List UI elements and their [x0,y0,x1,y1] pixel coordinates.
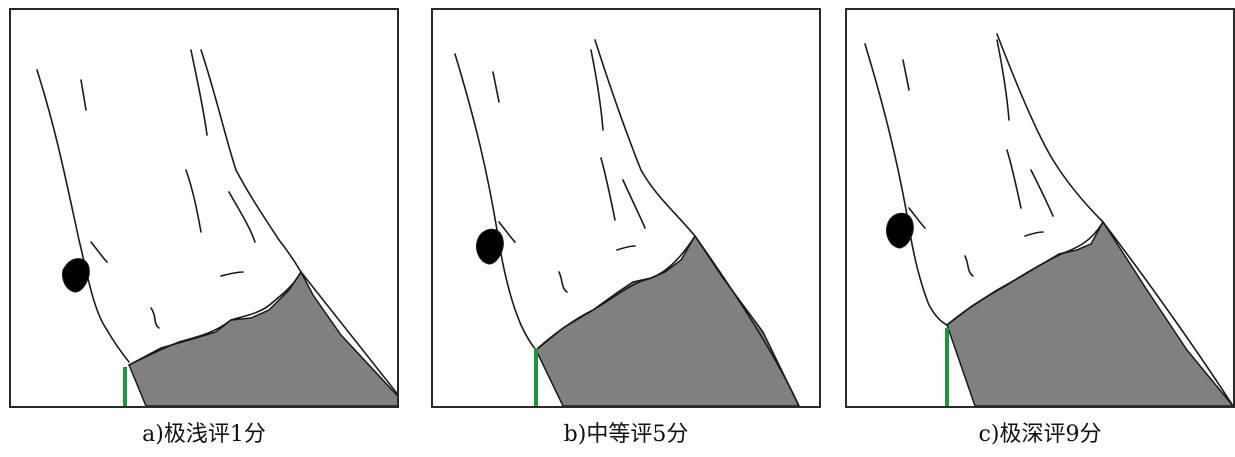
leg-edge-a [300,271,397,395]
gray-region-a [128,270,397,406]
line-4c [1030,169,1054,217]
body-outline-b [454,53,537,351]
line-2a [190,49,208,136]
line-5c [1024,231,1044,237]
line-1c [902,59,910,91]
depth-marker-c [945,328,949,406]
caption-c: c)极深评9分 [978,422,1102,447]
gray-region-c [946,220,1233,406]
line-1a [80,79,87,111]
teat-shape-a [62,258,90,293]
line-1b [492,71,500,103]
body-contour-b [535,235,696,351]
line-3b [600,157,616,221]
gray-region-b [535,234,800,406]
panel-c [845,8,1235,408]
depth-marker-b [534,348,538,406]
line-4a [228,191,256,243]
line-2b [590,49,604,131]
body-contour-c [946,221,1104,326]
panel-a [9,8,399,408]
line-7c [908,207,926,229]
caption-a: a)极浅评1分 [142,422,266,447]
teat-shape-b [476,228,504,265]
body-contour-a [128,271,302,366]
diagram-b [454,39,800,406]
line-5b [616,245,636,251]
back-contour-a [200,49,302,273]
line-7b [498,221,516,243]
line-6a [150,307,160,329]
line-3c [1006,149,1022,209]
back-contour-c [996,33,1104,223]
teat-shape-c [886,212,914,249]
line-5a [220,271,244,277]
line-6b [558,271,568,293]
diagram-c [864,33,1233,406]
line-4b [622,179,646,229]
leg-edge-c [1102,221,1233,406]
back-contour-b [594,39,696,237]
line-3a [185,169,202,233]
caption-b: b)中等评5分 [563,422,689,447]
line-7a [90,241,108,263]
leg-edge-b [694,235,800,406]
depth-marker-a [123,367,127,406]
diagram-a [36,49,397,406]
panel-b [431,8,821,408]
line-6c [964,255,974,277]
body-outline-a [36,69,130,363]
body-outline-c [864,43,948,326]
line-2c [996,39,1010,121]
